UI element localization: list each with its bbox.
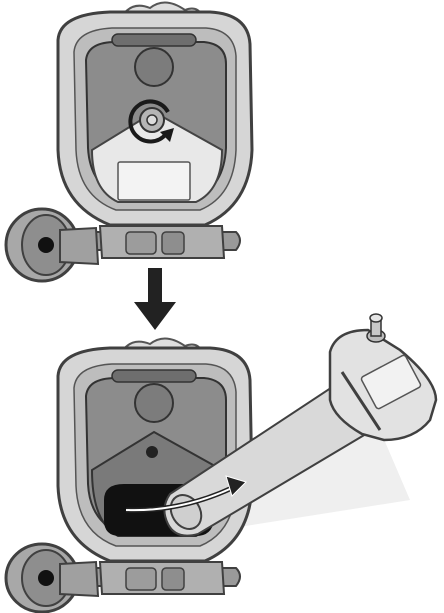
mount-base-step-1 bbox=[90, 226, 240, 258]
device-step-2 bbox=[58, 338, 252, 561]
top-slot bbox=[112, 34, 196, 46]
down-arrow-icon bbox=[134, 268, 176, 330]
side-knob-step-2 bbox=[6, 544, 98, 612]
round-button bbox=[135, 384, 173, 422]
round-button bbox=[135, 48, 173, 86]
mount-base-step-2 bbox=[90, 562, 240, 594]
plate-label-area bbox=[118, 162, 190, 200]
device-step-1 bbox=[58, 2, 252, 225]
connector-pin bbox=[367, 314, 385, 342]
side-knob-step-1 bbox=[6, 209, 98, 281]
